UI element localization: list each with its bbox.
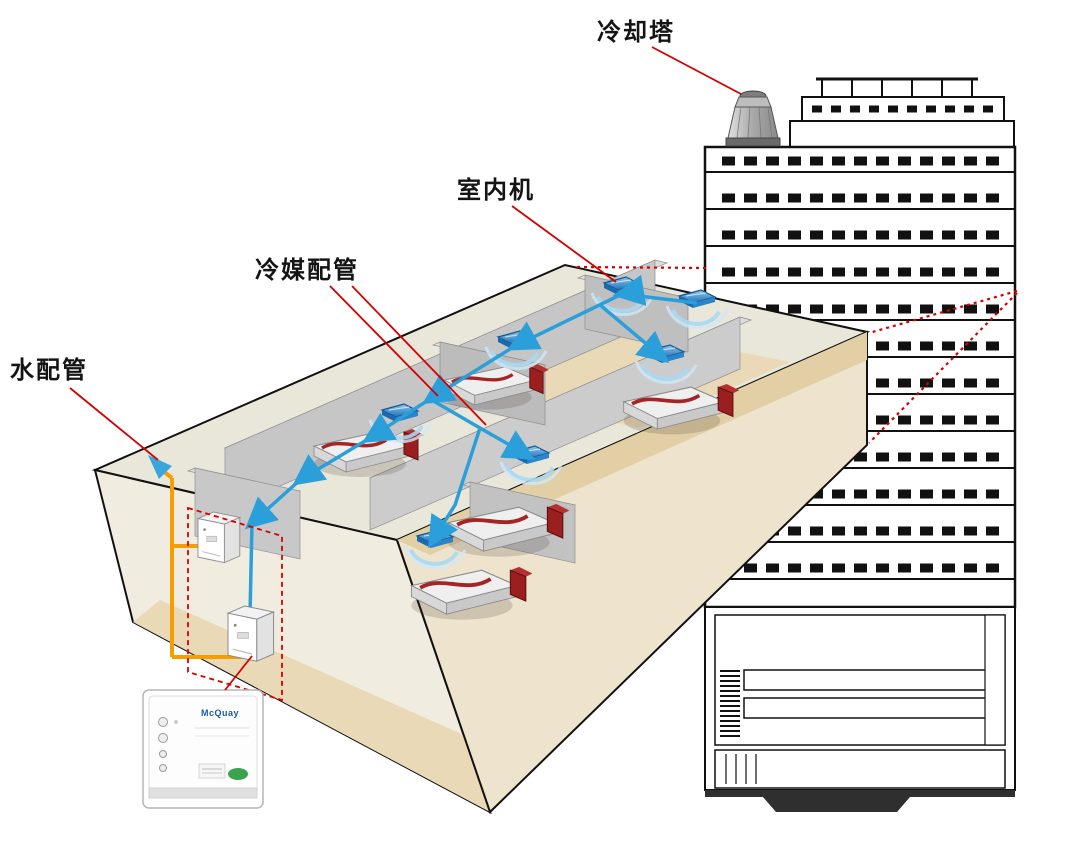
leader-product	[224, 655, 253, 691]
projection-line	[868, 292, 1018, 444]
label-cooling-tower: 冷却塔	[597, 18, 675, 46]
heat-pump-highlight-box	[187, 506, 283, 702]
floor-cutaway	[91, 259, 871, 815]
cooling-tower	[725, 90, 781, 147]
eco-sticker	[228, 768, 248, 780]
heat-pump-unit	[197, 511, 241, 564]
heat-pump-product-photo: McQuay	[142, 689, 264, 809]
product-brand: McQuay	[201, 708, 239, 718]
product-knob	[159, 764, 167, 772]
product-knob	[159, 750, 167, 758]
leader-refrigerant-2	[351, 285, 487, 426]
leader-indoor-unit	[511, 205, 617, 283]
product-knob	[158, 733, 168, 743]
label-water-piping: 水配管	[10, 356, 88, 384]
leader-refrigerant-1	[329, 285, 439, 397]
product-knob	[158, 717, 168, 727]
label-refrigerant-piping: 冷媒配管	[255, 256, 359, 284]
projection-line	[576, 265, 711, 270]
projection-line	[868, 289, 1018, 335]
labels: 冷却塔 室内机 冷媒配管 水配管	[10, 18, 675, 384]
rooftop-frame	[789, 77, 1015, 148]
refrigerant-piping	[244, 274, 698, 616]
leader-water-piping	[69, 387, 159, 461]
water-flow-arrow	[148, 455, 172, 479]
heat-pump-unit	[227, 605, 275, 662]
leader-cooling-tower	[651, 46, 742, 95]
label-indoor-unit: 室内机	[457, 176, 535, 204]
leader-lines	[69, 46, 1018, 691]
building-lower-block	[704, 606, 1016, 812]
